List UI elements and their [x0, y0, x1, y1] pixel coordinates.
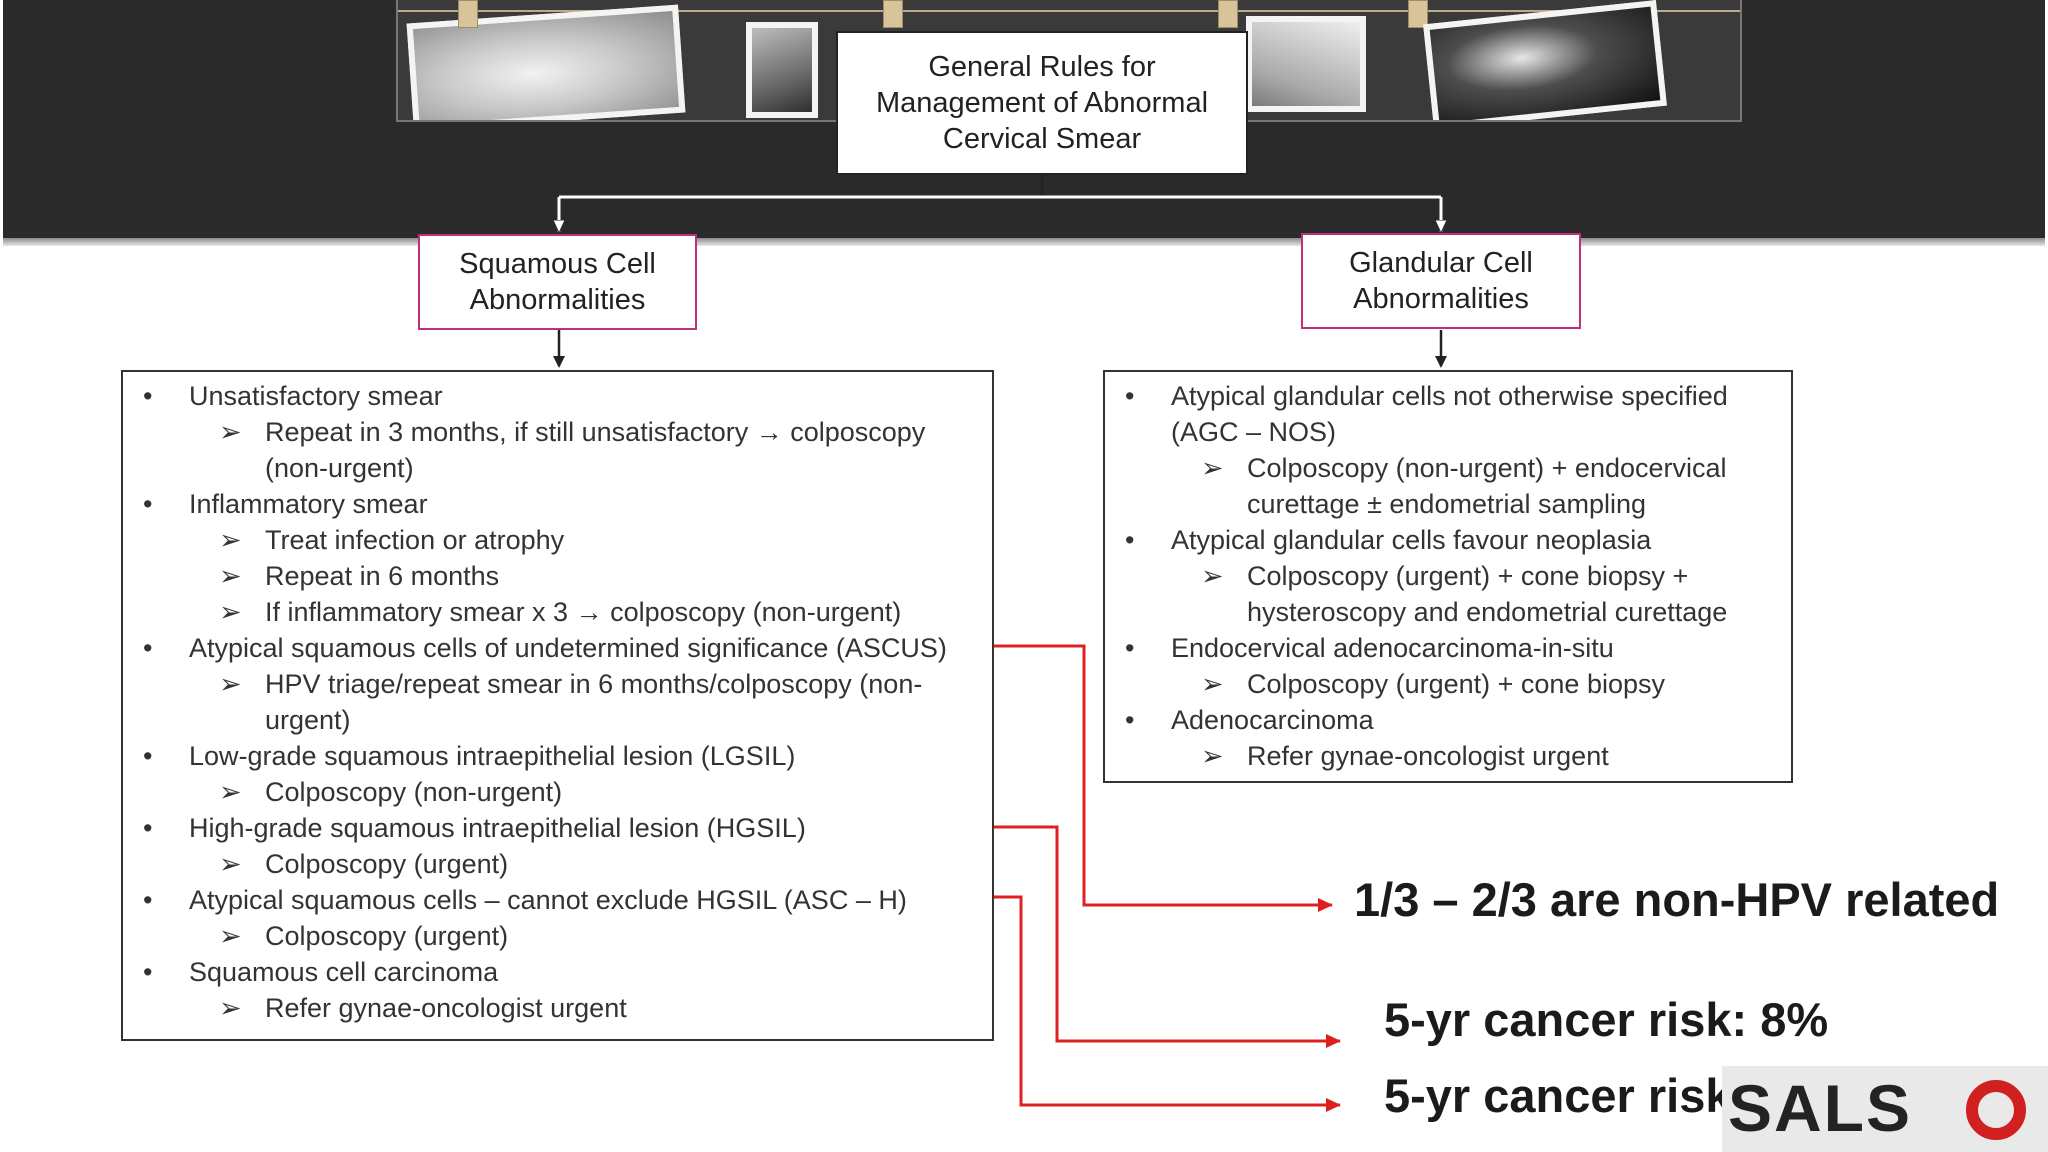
list-item-text: Colposcopy (urgent) + cone biopsy — [1247, 669, 1665, 699]
clothes-peg — [458, 0, 478, 28]
sub-list-item: ➢ Repeat in 3 months, if still unsatisfac… — [133, 414, 982, 486]
arrow-bullet-icon: ➢ — [219, 597, 242, 627]
squamous-category-box: Squamous Cell Abnormalities — [418, 234, 697, 330]
sub-list-item: ➢ Colposcopy (urgent) — [133, 918, 982, 954]
list-item-text: Treat infection or atrophy — [265, 525, 565, 555]
list-item-text: Colposcopy (non-urgent) — [265, 777, 563, 807]
list-item-text: Colposcopy (urgent) — [265, 849, 509, 879]
arrow-bullet-icon: ➢ — [219, 669, 242, 699]
list-item-text: Squamous cell carcinoma — [189, 957, 499, 987]
newborn-photo — [1246, 16, 1366, 112]
list-item-text: Refer gynae-oncologist urgent — [265, 993, 627, 1023]
arrow-bullet-icon: ➢ — [1201, 561, 1224, 591]
list-item: Atypical squamous cells of undetermined … — [133, 630, 982, 666]
squamous-list: Unsatisfactory smear ➢ Repeat in 3 months,… — [133, 378, 982, 1026]
glandular-list: Atypical glandular cells not otherwise s… — [1115, 378, 1781, 774]
sub-list-item: ➢ Colposcopy (non-urgent) — [133, 774, 982, 810]
sub-list-item: ➢ Colposcopy (urgent) + cone biopsy — [1115, 666, 1781, 702]
sub-list-item: ➢ Colposcopy (non-urgent) + endocervical … — [1115, 450, 1781, 522]
list-item-text: Repeat in 6 months — [265, 561, 500, 591]
list-item-text: Atypical squamous cells of undetermined … — [189, 633, 947, 663]
arrow-bullet-icon: ➢ — [1201, 669, 1224, 699]
list-item: Atypical glandular cells favour neoplasi… — [1115, 522, 1781, 558]
ascus-callout: 1/3 – 2/3 are non-HPV related — [1354, 873, 2000, 926]
clothes-peg — [1218, 0, 1238, 28]
glandular-category-label: Glandular Cell Abnormalities — [1349, 247, 1533, 315]
list-item: High-grade squamous intraepithelial lesi… — [133, 810, 982, 846]
sub-list-item: ➢ HPV triage/repeat smear in 6 months/col… — [133, 666, 982, 738]
sub-list-item: ➢ Refer gynae-oncologist urgent — [1115, 738, 1781, 774]
list-item: Squamous cell carcinoma — [133, 954, 982, 990]
arrow-bullet-icon: ➢ — [219, 993, 242, 1023]
list-item: Atypical squamous cells – cannot exclude… — [133, 882, 982, 918]
hand-photo — [1423, 0, 1667, 120]
clothesline — [398, 10, 1740, 12]
list-item-text: Inflammatory smear — [189, 489, 428, 519]
category-arrows — [553, 330, 1447, 368]
arrow-bullet-icon: ➢ — [219, 561, 242, 591]
list-item: Adenocarcinoma — [1115, 702, 1781, 738]
hgsil-callout: 5-yr cancer risk: 8% — [1384, 993, 1829, 1046]
list-item-text: Endocervical adenocarcinoma-in-situ — [1171, 633, 1614, 663]
list-item-text: If inflammatory smear x 3 → colposcopy (… — [265, 597, 902, 627]
list-item-text: Atypical glandular cells not otherwise s… — [1171, 381, 1728, 447]
sub-list-item: ➢ Refer gynae-oncologist urgent — [133, 990, 982, 1026]
list-item-text: Refer gynae-oncologist urgent — [1247, 741, 1609, 771]
title-box: General Rules for Management of Abnormal… — [836, 31, 1248, 175]
sub-list-item: ➢ If inflammatory smear x 3 → colposcopy … — [133, 594, 982, 630]
arrow-bullet-icon: ➢ — [219, 849, 242, 879]
sub-list-item: ➢ Treat infection or atrophy — [133, 522, 982, 558]
list-item-text: Low-grade squamous intraepithelial lesio… — [189, 741, 796, 771]
squamous-list-box: Unsatisfactory smear ➢ Repeat in 3 months,… — [121, 370, 994, 1041]
list-item-text: Colposcopy (urgent) + cone biopsy + hyst… — [1247, 561, 1728, 627]
list-item-text: Colposcopy (urgent) — [265, 921, 509, 951]
list-item-text: Atypical glandular cells favour neoplasi… — [1171, 525, 1652, 555]
sub-list-item: ➢ Colposcopy (urgent) + cone biopsy + hys… — [1115, 558, 1781, 630]
arrow-bullet-icon: ➢ — [219, 777, 242, 807]
arrow-bullet-icon: ➢ — [1201, 741, 1224, 771]
list-item: Low-grade squamous intraepithelial lesio… — [133, 738, 982, 774]
list-item: Inflammatory smear — [133, 486, 982, 522]
list-item-text: Repeat in 3 months, if still unsatisfact… — [265, 417, 926, 483]
arrow-bullet-icon: ➢ — [219, 525, 242, 555]
clothes-peg — [883, 0, 903, 28]
salso-logo: SALS — [1722, 1066, 2048, 1152]
arrow-bullet-icon: ➢ — [1201, 453, 1224, 483]
diagram-title: General Rules for Management of Abnormal… — [875, 51, 1209, 155]
banner-edge — [3, 238, 2045, 246]
logo-ring-icon — [1966, 1080, 2026, 1140]
list-item-text: High-grade squamous intraepithelial lesi… — [189, 813, 806, 843]
list-item-text: Unsatisfactory smear — [189, 381, 443, 411]
clothes-peg — [1408, 0, 1428, 28]
arrow-bullet-icon: ➢ — [219, 921, 242, 951]
list-item-text: Colposcopy (non-urgent) + endocervical c… — [1247, 453, 1727, 519]
glandular-list-box: Atypical glandular cells not otherwise s… — [1103, 370, 1793, 783]
hands-photo — [746, 22, 818, 118]
list-item: Atypical glandular cells not otherwise s… — [1115, 378, 1781, 450]
list-item: Unsatisfactory smear — [133, 378, 982, 414]
list-item-text: Atypical squamous cells – cannot exclude… — [189, 885, 907, 915]
glandular-category-box: Glandular Cell Abnormalities — [1301, 233, 1581, 329]
list-item-text: HPV triage/repeat smear in 6 months/colp… — [265, 669, 923, 735]
squamous-category-label: Squamous Cell Abnormalities — [459, 248, 656, 316]
arrow-bullet-icon: ➢ — [219, 417, 242, 447]
sub-list-item: ➢ Colposcopy (urgent) — [133, 846, 982, 882]
baby-photo — [406, 4, 686, 120]
logo-text: SALS — [1728, 1071, 1913, 1145]
list-item: Endocervical adenocarcinoma-in-situ — [1115, 630, 1781, 666]
sub-list-item: ➢ Repeat in 6 months — [133, 558, 982, 594]
list-item-text: Adenocarcinoma — [1171, 705, 1374, 735]
